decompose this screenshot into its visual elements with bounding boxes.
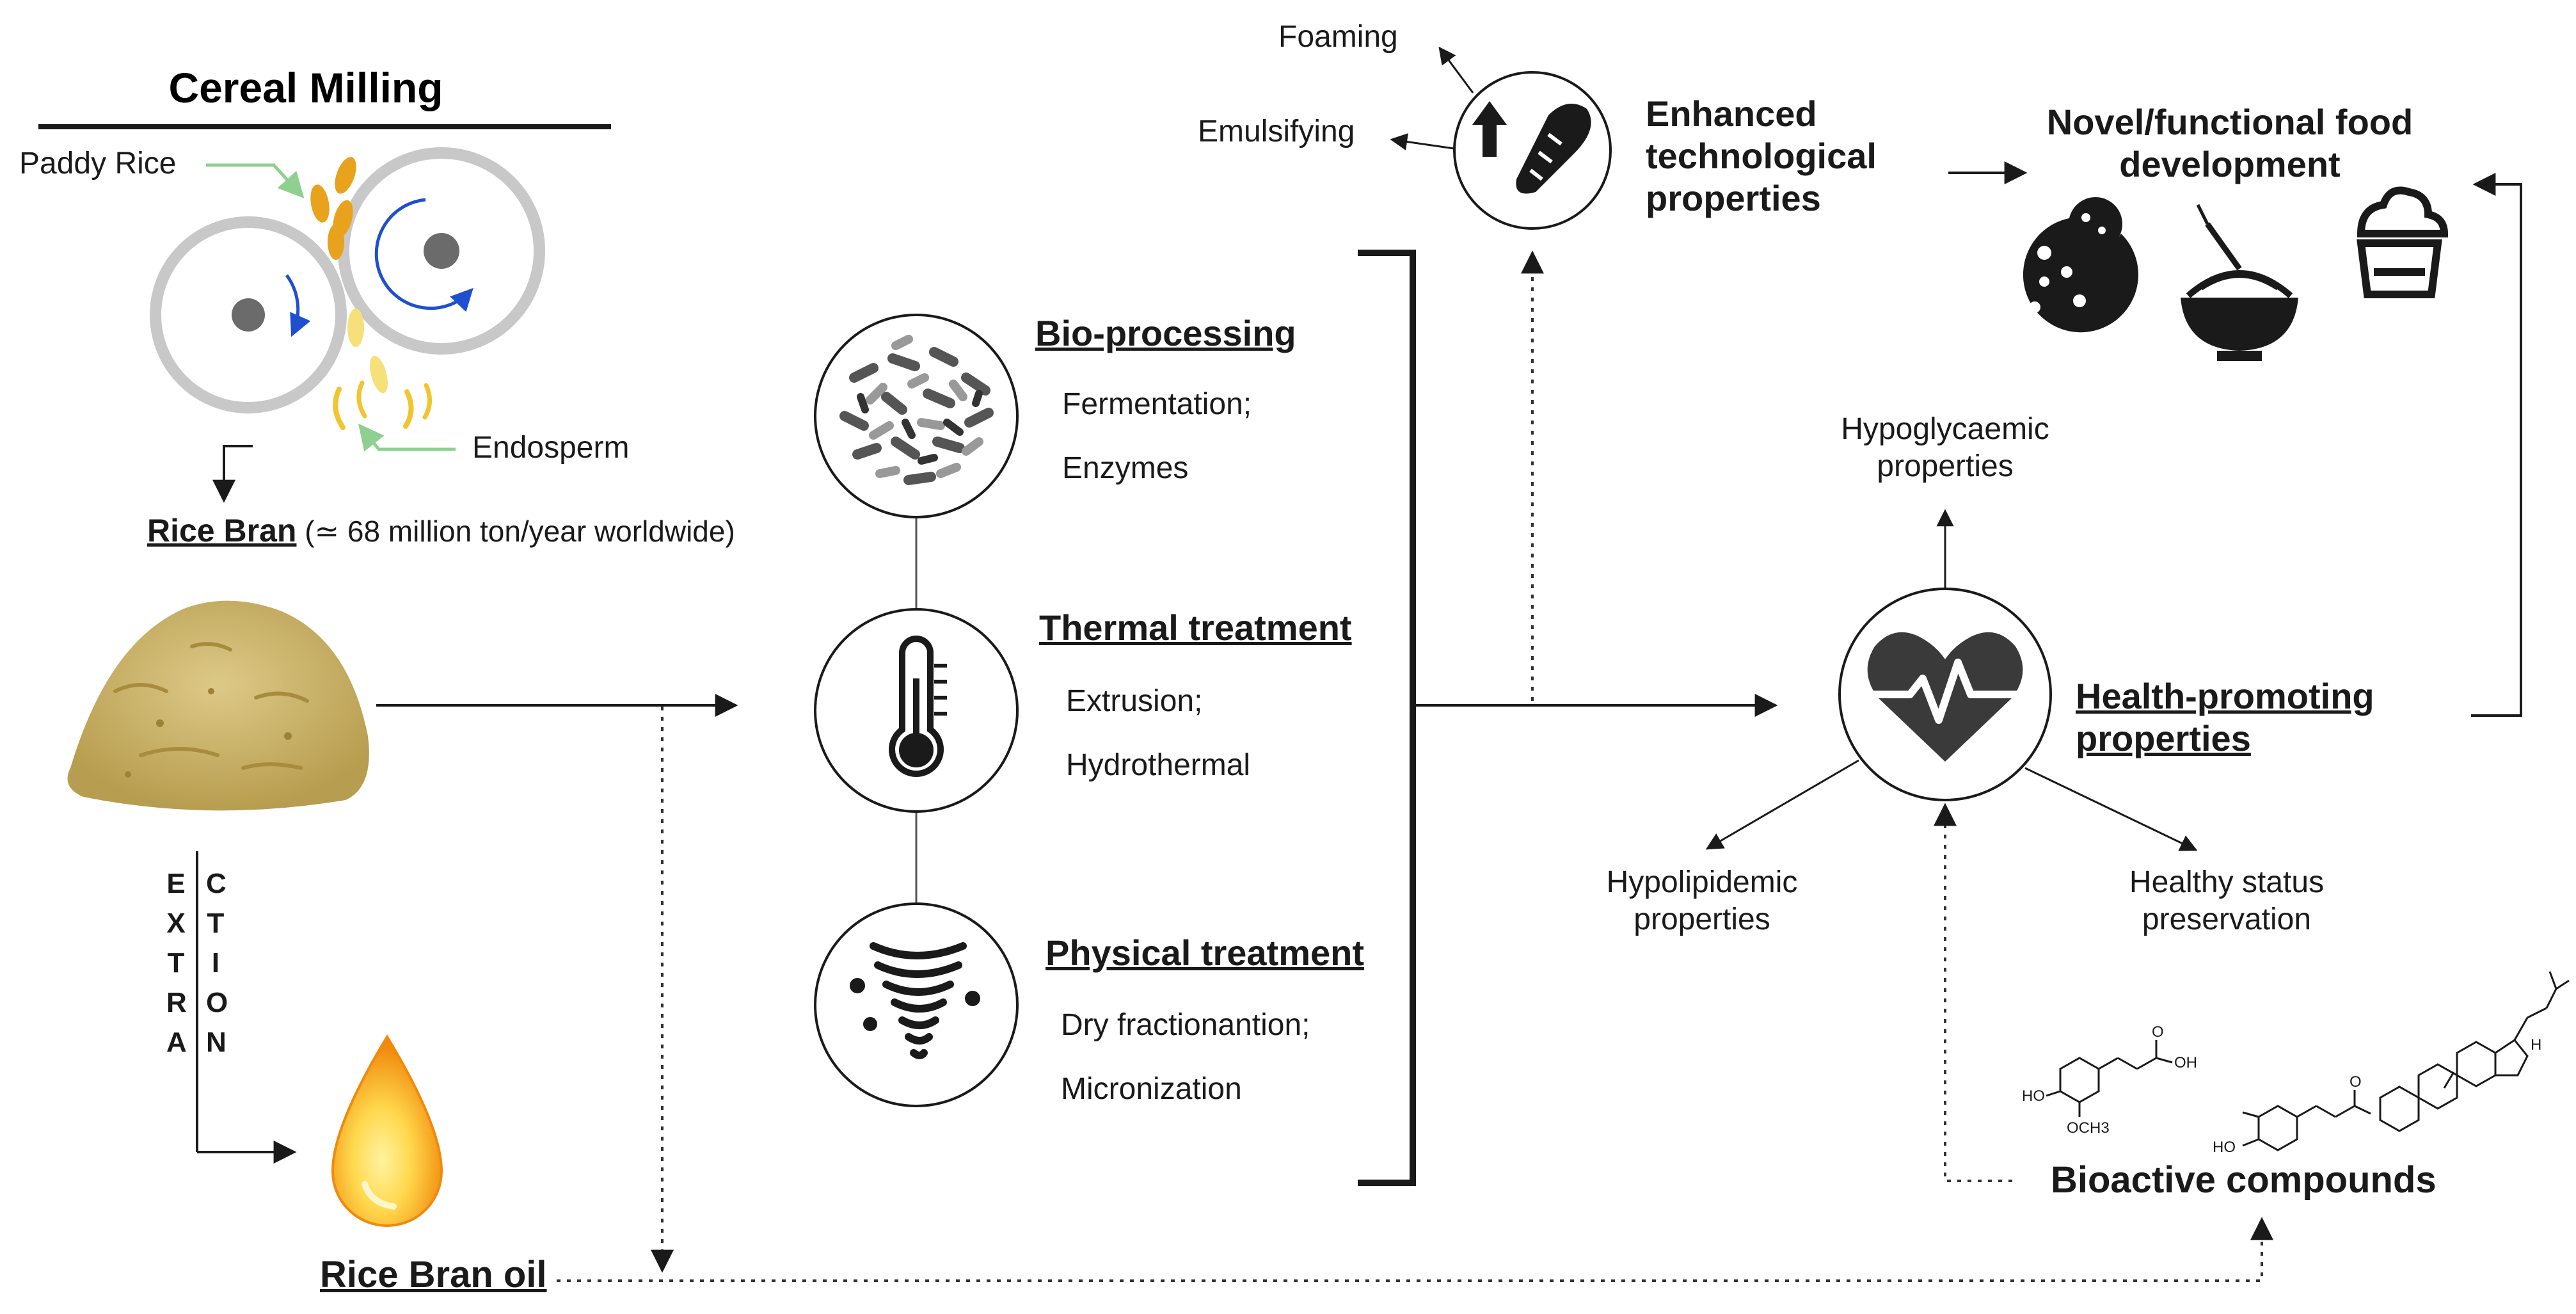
bioactive-compounds-title: Bioactive compounds <box>2051 1159 2437 1201</box>
foaming-arrow <box>1438 46 1474 93</box>
extraction-col-2: C T I O N <box>206 864 228 1062</box>
ice-cream-icon <box>2357 186 2449 298</box>
thermal-treatment-title: Thermal treatment <box>1039 607 1352 648</box>
paddy-grain <box>328 224 344 260</box>
healthy-status-label: Healthy status preservation <box>2099 864 2355 938</box>
bio-processing-title: Bio-processing <box>1035 313 1296 353</box>
ferulic-acid-structure <box>2046 1040 2173 1117</box>
gamma-oryzanol-labels: O HO H <box>2213 1036 2541 1156</box>
endosperm-grain <box>370 355 388 394</box>
extraction-letter: A <box>166 1027 187 1058</box>
chem-label-oh: OH <box>2174 1054 2197 1071</box>
rice-bran-caption: Rice Bran (≃ 68 million ton/year worldwi… <box>147 512 735 549</box>
pasta-bowl-icon <box>2181 204 2298 361</box>
oil-to-bioactive-dotted <box>557 1217 2273 1282</box>
rice-bran-oil-label: Rice Bran oil <box>320 1254 547 1295</box>
health-title-line: Health-promoting <box>2076 676 2374 716</box>
physical-treatment-title: Physical treatment <box>1046 933 1364 973</box>
endosperm-grain <box>347 308 364 347</box>
emulsifying-label: Emulsifying <box>1198 115 1355 148</box>
health-to-food-arrow <box>2471 173 2522 717</box>
chem-label-ho: HO <box>2022 1087 2045 1105</box>
up-arrow-icon <box>1472 101 1507 157</box>
chem-label-o2: O <box>2349 1073 2362 1091</box>
extraction-letter: C <box>206 868 227 899</box>
extraction-letter: T <box>167 947 185 979</box>
oil-drop-image <box>331 1034 443 1227</box>
tech-title-line: properties <box>1646 178 1821 218</box>
cereal-milling-title-group: Cereal Milling <box>38 64 611 129</box>
paddy-grain <box>310 184 330 223</box>
right-roller-rotation-arrow <box>374 198 473 312</box>
thermal-treatment-line-1: Extrusion; <box>1066 684 1203 718</box>
bacteria-icon <box>839 335 994 485</box>
gamma-oryzanol-structure <box>2242 971 2570 1151</box>
hypoglycaemic-line: properties <box>1877 449 2014 483</box>
paddy-rice-label: Paddy Rice <box>19 147 177 180</box>
extraction-letter: O <box>206 987 228 1018</box>
paddy-rice-pointer <box>206 163 305 198</box>
extraction-letter: X <box>166 908 186 939</box>
rice-bran-pile-image <box>67 600 369 811</box>
food-development-title: Novel/functional food development <box>2025 101 2435 186</box>
hypolipidemic-line: Hypolipidemic <box>1606 865 1798 899</box>
tech-title-line: technological <box>1646 136 1877 176</box>
chem-label-och3: OCH3 <box>2067 1119 2110 1137</box>
healthy-status-arrow <box>2024 767 2198 851</box>
rice-bran-label: Rice Bran <box>147 513 297 549</box>
ferulic-acid-labels: O OH HO OCH3 <box>2022 1023 2197 1137</box>
tornado-icon <box>850 942 980 1059</box>
endosperm-label: Endosperm <box>472 431 630 465</box>
health-properties-title: Health-promoting properties <box>2076 675 2374 760</box>
food-title-line: development <box>2119 144 2341 184</box>
milling-rollers <box>150 147 545 452</box>
cereal-milling-title: Cereal Milling <box>168 64 443 111</box>
hypoglycaemic-label: Hypoglycaemic properties <box>1817 411 2073 485</box>
hypolipidemic-label: Hypolipidemic properties <box>1580 864 1824 938</box>
extraction-letter: I <box>211 947 220 979</box>
chem-label-o: O <box>2152 1023 2164 1041</box>
rice-bran-arrow <box>212 445 253 503</box>
healthy-status-line: preservation <box>2142 902 2312 936</box>
extraction-letter: E <box>166 868 186 899</box>
thermal-treatment-line-2: Hydrothermal <box>1066 748 1251 782</box>
emulsifying-arrow <box>1390 133 1454 150</box>
treatment-chain <box>814 314 1019 1107</box>
food-title-line: Novel/functional food <box>2046 102 2413 142</box>
bio-processing-line-2: Enzymes <box>1062 451 1189 485</box>
treatments-bracket <box>1358 250 1416 1186</box>
endosperm-pointer <box>358 423 456 452</box>
extraction-letter: N <box>206 1027 227 1058</box>
tech-title-line: Enhanced <box>1646 93 1817 134</box>
extraction-col-1: E X T R A <box>166 864 187 1062</box>
paddy-grain <box>335 157 356 194</box>
extraction-letter: R <box>166 987 187 1018</box>
physical-treatment-line-2: Micronization <box>1061 1072 1242 1106</box>
healthy-status-line: Healthy status <box>2129 865 2325 899</box>
physical-treatment-line-1: Dry fractionantion; <box>1061 1008 1310 1042</box>
foaming-label: Foaming <box>1278 20 1398 54</box>
thermometer-icon <box>889 636 947 777</box>
bioactive-to-health-dotted <box>1934 803 2012 1182</box>
hypolipidemic-line: properties <box>1634 902 1770 936</box>
bread-icon <box>1516 104 1591 194</box>
health-title-line: properties <box>2076 718 2251 758</box>
cookie-icon <box>2023 197 2138 333</box>
chem-label-h: H <box>2531 1036 2541 1054</box>
tech-properties-title: Enhanced technological properties <box>1646 93 1877 220</box>
extraction-letter: T <box>207 908 225 939</box>
left-roller-rotation-arrow <box>285 274 311 337</box>
chem-label-ho2: HO <box>2213 1139 2236 1156</box>
bio-processing-circle <box>814 314 1019 518</box>
hypolipidemic-arrow <box>1705 759 1859 850</box>
heartbeat-icon <box>1867 632 2028 762</box>
bio-processing-line-1: Fermentation; <box>1062 387 1252 421</box>
hypoglycaemic-line: Hypoglycaemic <box>1841 412 2049 446</box>
rice-bran-note: (≃ 68 million ton/year worldwide) <box>305 515 735 548</box>
